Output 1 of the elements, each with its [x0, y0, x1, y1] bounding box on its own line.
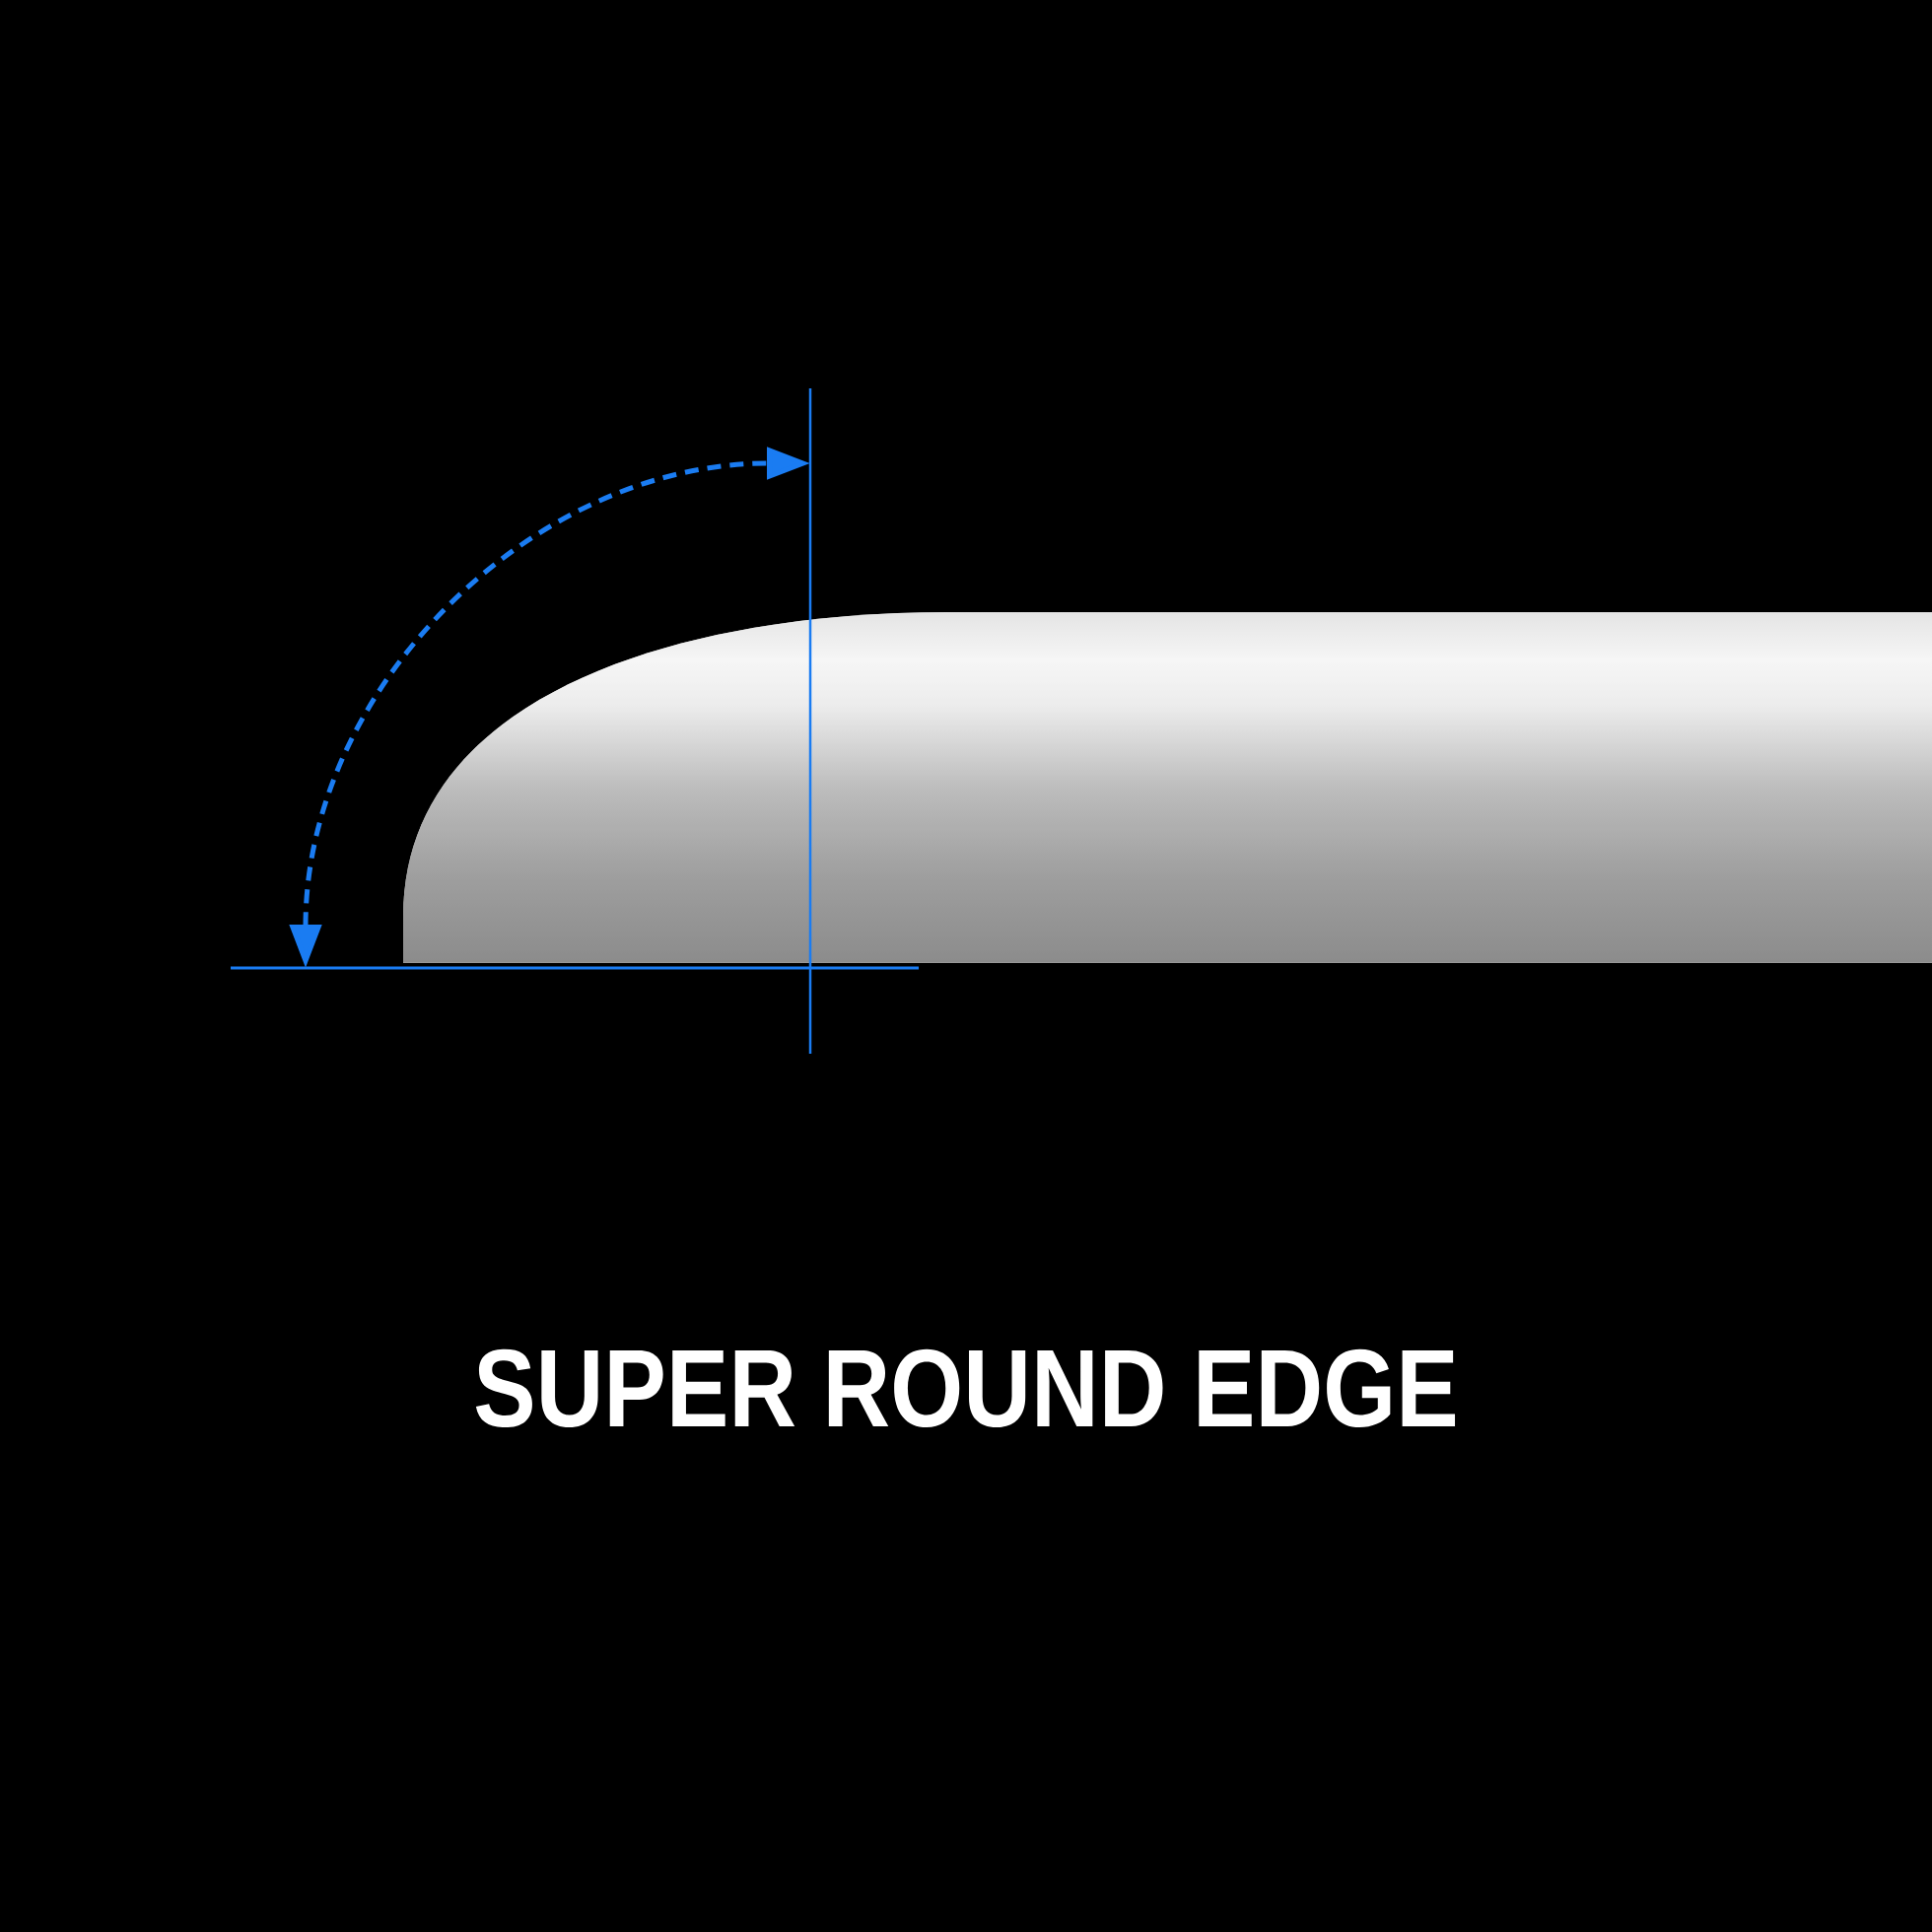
caption-text: SUPER ROUND EDGE [475, 1348, 1456, 1428]
